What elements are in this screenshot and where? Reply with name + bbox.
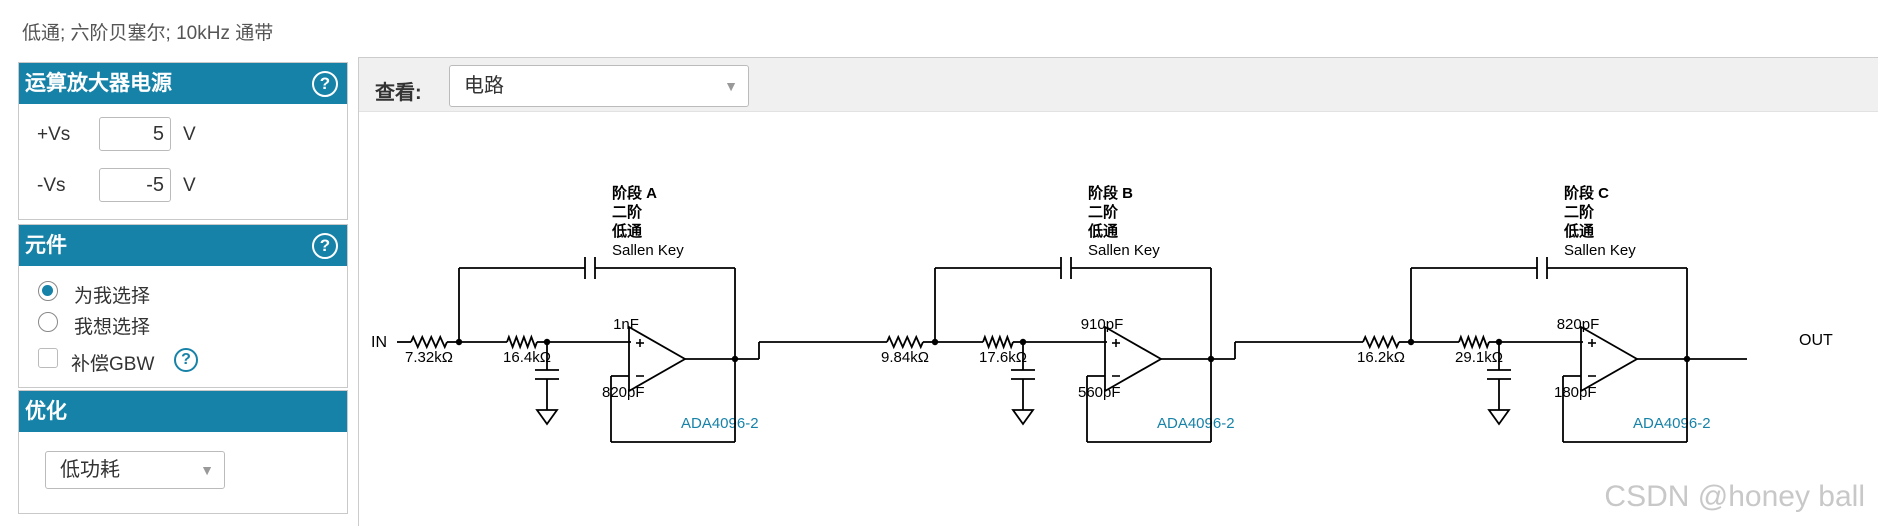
components-panel: 元件 ? 为我选择 我想选择 补偿GBW ? bbox=[18, 224, 348, 388]
chevron-down-icon: ▼ bbox=[200, 462, 214, 478]
circuit-view: 查看: 电路 ▼ IN OUT 阶段 A 二阶 低通 Sallen Key 1n… bbox=[358, 57, 1878, 526]
resistor-1 bbox=[982, 334, 1014, 350]
resistor-series-label: 9.84kΩ bbox=[881, 349, 929, 366]
resistor-series-label: 16.2kΩ bbox=[1357, 349, 1405, 366]
stage-title: 阶段 A bbox=[612, 184, 657, 202]
stage-order: 二阶 bbox=[612, 203, 643, 221]
help-icon[interactable]: ? bbox=[312, 71, 338, 97]
stage-type: 低通 bbox=[1563, 222, 1594, 240]
stage-title: 阶段 B bbox=[1088, 184, 1133, 202]
stage-topology: Sallen Key bbox=[1564, 242, 1636, 259]
compensate-gbw-label[interactable]: 补偿GBW bbox=[71, 354, 155, 375]
radio-i-choose-label[interactable]: 我想选择 bbox=[74, 317, 151, 338]
gbw-help-icon[interactable]: ? bbox=[174, 348, 198, 372]
stage-title: 阶段 C bbox=[1564, 184, 1609, 202]
radio-choose-for-me[interactable] bbox=[38, 281, 58, 301]
optimize-select[interactable]: 低功耗 ▼ bbox=[45, 451, 225, 489]
optimize-title: 优化 bbox=[25, 400, 67, 423]
resistor-1 bbox=[506, 334, 538, 350]
optimize-header: 优化 bbox=[19, 391, 347, 432]
stage-order: 二阶 bbox=[1564, 203, 1595, 221]
stage-b: 阶段 B 二阶 低通 Sallen Key 910pF 9.84kΩ 17.6k… bbox=[835, 184, 1311, 443]
opamp-symbol bbox=[1104, 325, 1163, 393]
stage-type: 低通 bbox=[611, 222, 642, 240]
help-icon[interactable]: ? bbox=[312, 233, 338, 259]
ground-symbol bbox=[1487, 409, 1511, 426]
opamp-part-link[interactable]: ADA4096-2 bbox=[681, 415, 759, 432]
compensate-gbw-checkbox[interactable] bbox=[38, 348, 58, 368]
stage-a: 阶段 A 二阶 低通 Sallen Key 1nF 7.32kΩ 16.4kΩ … bbox=[405, 184, 835, 443]
circuit-diagram: IN OUT 阶段 A 二阶 低通 Sallen Key 1nF 7.32kΩ … bbox=[371, 184, 1833, 443]
opamp-part-link[interactable]: ADA4096-2 bbox=[1633, 415, 1711, 432]
resistor-1-label: 16.4kΩ bbox=[503, 349, 551, 366]
radio-i-choose[interactable] bbox=[38, 312, 58, 332]
capacitor-feedback-label: 910pF bbox=[1081, 316, 1124, 333]
vs-minus-label: -Vs bbox=[37, 175, 66, 196]
output-label: OUT bbox=[1799, 332, 1833, 349]
stage-c: 阶段 C 二阶 低通 Sallen Key 820pF 16.2kΩ 29.1k… bbox=[1311, 184, 1747, 443]
stage-topology: Sallen Key bbox=[1088, 242, 1160, 259]
radio-choose-for-me-label[interactable]: 为我选择 bbox=[74, 286, 151, 307]
power-supply-title: 运算放大器电源 bbox=[25, 72, 172, 95]
ground-symbol bbox=[535, 409, 559, 426]
vs-plus-label: +Vs bbox=[37, 124, 71, 145]
vs-minus-input[interactable] bbox=[99, 168, 171, 202]
components-title: 元件 bbox=[25, 234, 67, 257]
vs-plus-unit: V bbox=[183, 124, 196, 145]
opamp-symbol bbox=[628, 325, 687, 393]
stage-type: 低通 bbox=[1087, 222, 1118, 240]
watermark: CSDN @honey ball bbox=[1604, 480, 1865, 513]
chevron-down-icon: ▼ bbox=[724, 78, 738, 94]
components-header: 元件 ? bbox=[19, 225, 347, 266]
page-title: 低通; 六阶贝塞尔; 10kHz 通带 bbox=[22, 23, 274, 44]
resistor-series bbox=[410, 334, 448, 350]
opamp-part-link[interactable]: ADA4096-2 bbox=[1157, 415, 1235, 432]
view-toolbar: 查看: 电路 ▼ bbox=[359, 58, 1878, 112]
ground-symbol bbox=[1011, 409, 1035, 426]
resistor-series bbox=[1362, 334, 1400, 350]
resistor-series bbox=[886, 334, 924, 350]
view-label: 查看: bbox=[375, 82, 422, 104]
power-supply-panel: 运算放大器电源 ? +Vs V -Vs V bbox=[18, 62, 348, 220]
stage-topology: Sallen Key bbox=[612, 242, 684, 259]
opamp-symbol bbox=[1580, 325, 1639, 393]
power-supply-header: 运算放大器电源 ? bbox=[19, 63, 347, 104]
capacitor-feedback-label: 820pF bbox=[1557, 316, 1600, 333]
vs-plus-input[interactable] bbox=[99, 117, 171, 151]
optimize-panel: 优化 低功耗 ▼ bbox=[18, 390, 348, 514]
resistor-series-label: 7.32kΩ bbox=[405, 349, 453, 366]
input-label: IN bbox=[371, 334, 387, 351]
resistor-1-label: 17.6kΩ bbox=[979, 349, 1027, 366]
vs-minus-unit: V bbox=[183, 175, 196, 196]
resistor-1-label: 29.1kΩ bbox=[1455, 349, 1503, 366]
optimize-select-value: 低功耗 bbox=[60, 459, 120, 481]
resistor-1 bbox=[1458, 334, 1490, 350]
stage-order: 二阶 bbox=[1088, 203, 1119, 221]
view-select[interactable]: 电路 ▼ bbox=[449, 65, 749, 107]
view-select-value: 电路 bbox=[464, 75, 504, 97]
